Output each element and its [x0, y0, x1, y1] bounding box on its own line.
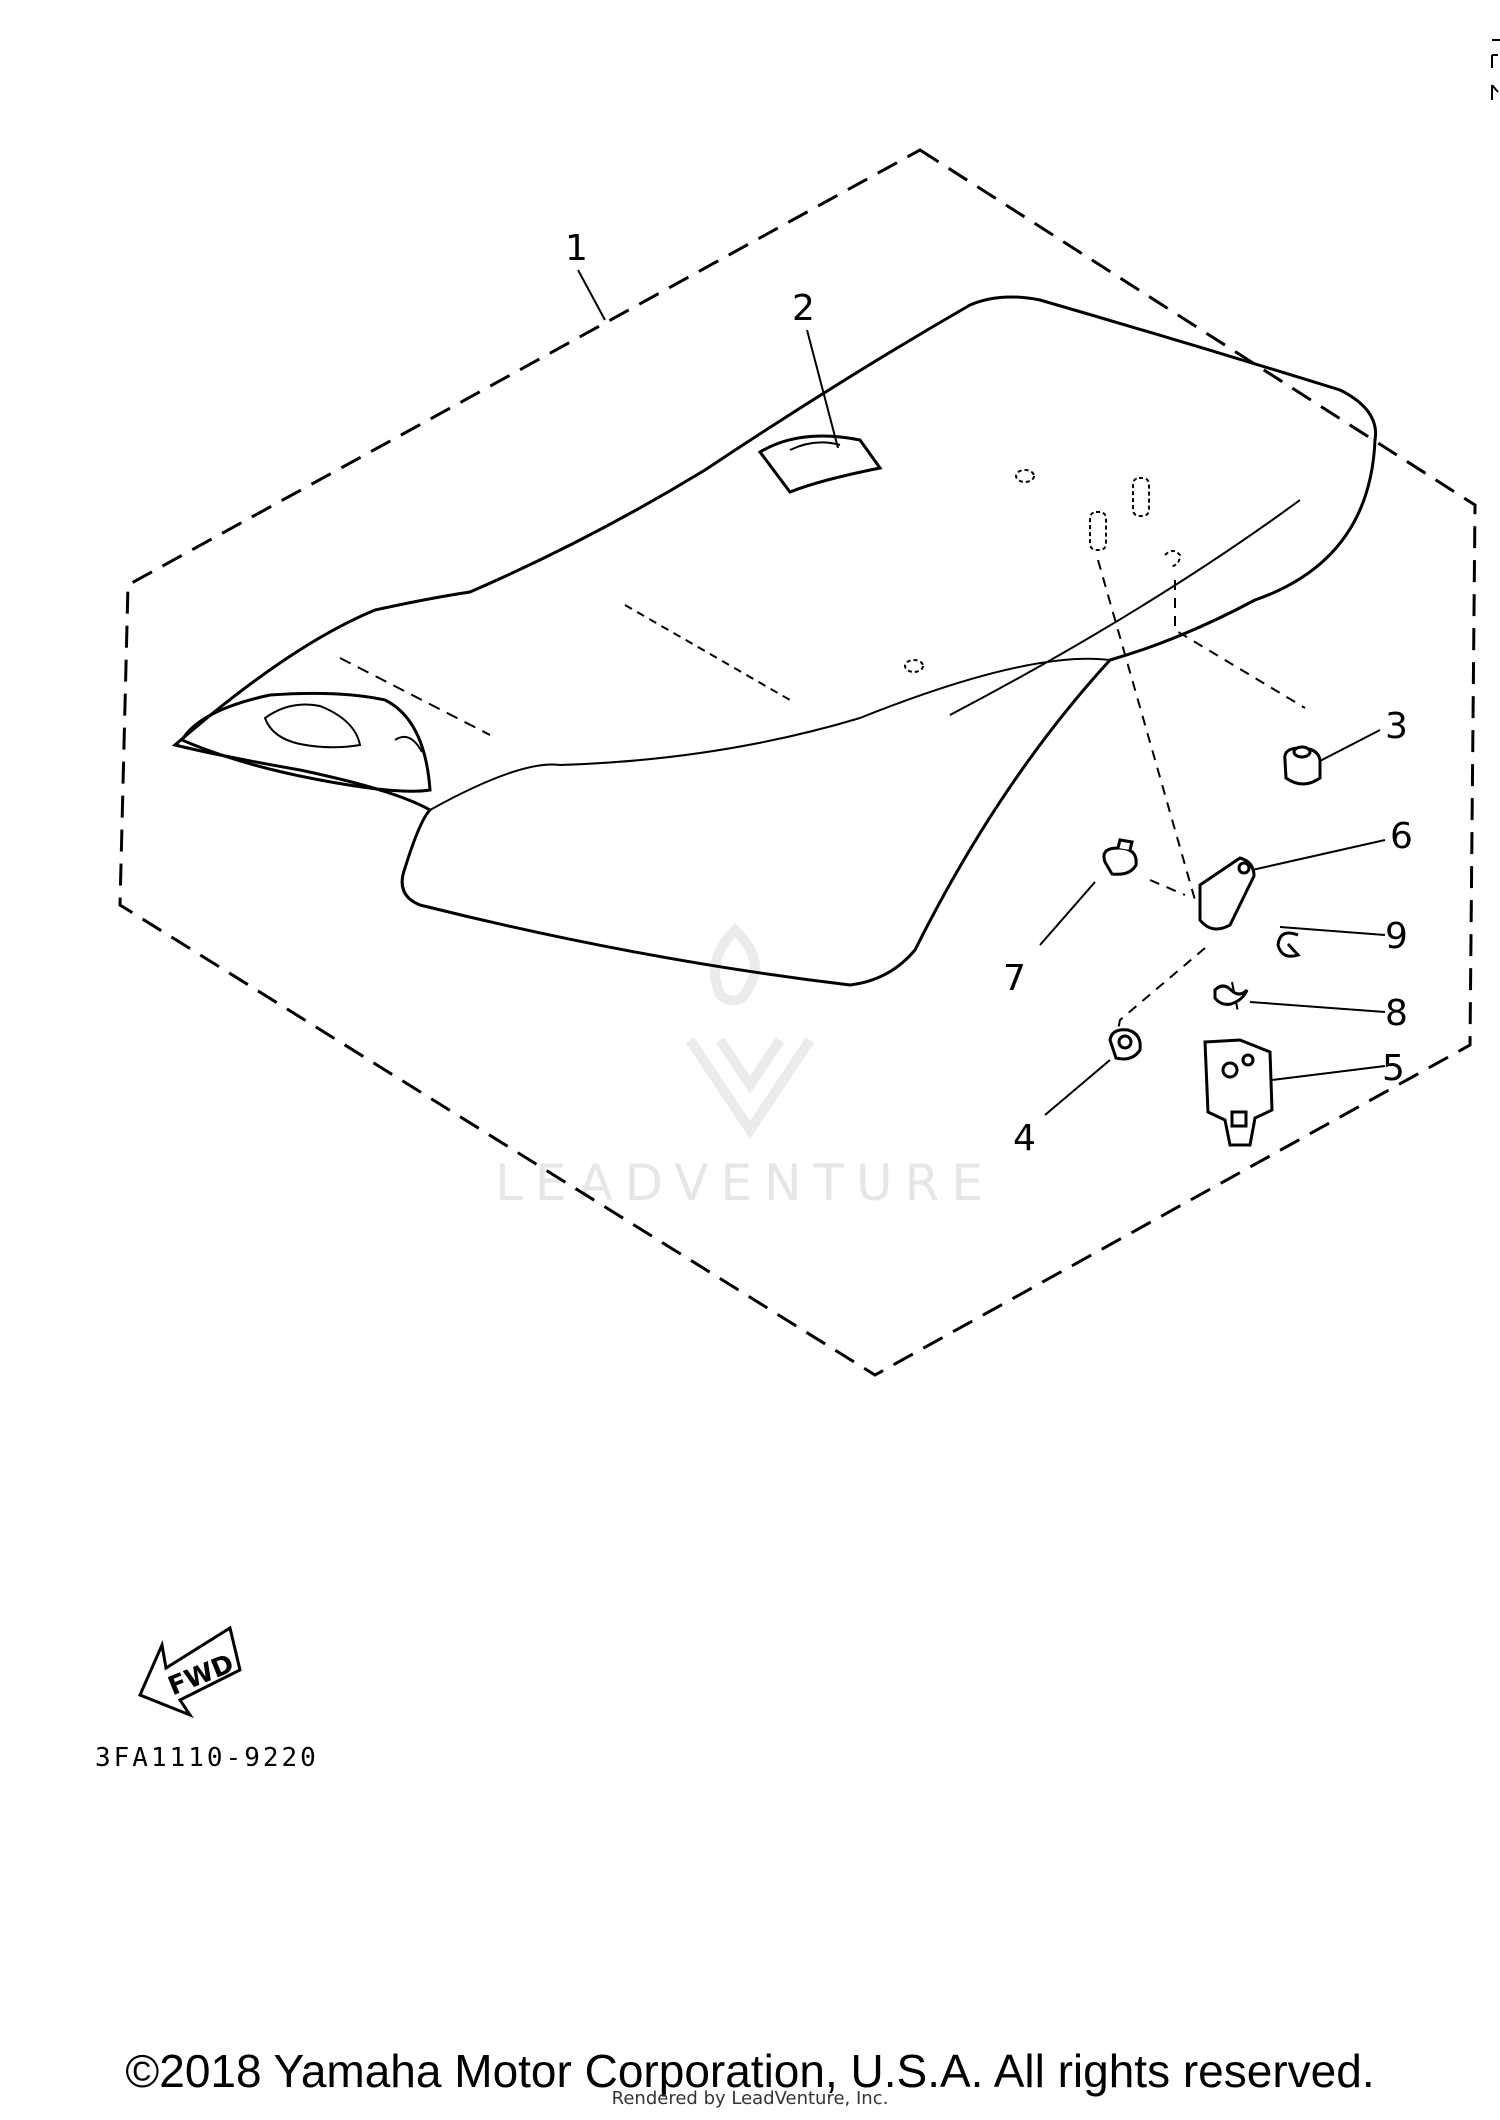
- callout-1: 1: [565, 228, 588, 269]
- hardware-parts: [1102, 745, 1322, 1147]
- nut-part-4: [1108, 1028, 1142, 1061]
- grommet-part-7: [1102, 838, 1138, 876]
- callout-6: 6: [1390, 816, 1413, 857]
- leader-lines: [577, 269, 1386, 1116]
- callout-9: 9: [1385, 916, 1408, 957]
- fwd-arrow-icon: FWD: [138, 1625, 242, 1719]
- clip-part-9: [1276, 931, 1301, 958]
- watermark-logo: [685, 922, 815, 1140]
- callout-4: 4: [1013, 1118, 1036, 1159]
- corner-marks: [1490, 30, 1500, 110]
- plate-part-6: [1198, 856, 1256, 931]
- callout-5: 5: [1382, 1048, 1405, 1089]
- lock-part-5: [1203, 1038, 1274, 1147]
- watermark-text: LEADVENTURE: [495, 1154, 995, 1212]
- assembly-guides: [1097, 559, 1306, 1046]
- seat: [171, 295, 1378, 987]
- rendered-by-credit: Rendered by LeadVenture, Inc.: [611, 2088, 889, 2109]
- callout-3: 3: [1385, 706, 1408, 747]
- callout-2: 2: [792, 288, 815, 329]
- diagram-code: 3FA1110-9220: [95, 1743, 319, 1773]
- copyright-notice: ©2018 Yamaha Motor Corporation, U.S.A. A…: [125, 2045, 1375, 2097]
- callout-8: 8: [1385, 993, 1408, 1034]
- spring-part-8: [1213, 984, 1249, 1006]
- damper-part-3: [1283, 745, 1322, 786]
- callout-7: 7: [1003, 958, 1026, 999]
- assembly-frame: [118, 148, 1477, 1377]
- callout-numbers: 1 2 3 4 5 6 7 8 9: [565, 228, 1413, 1159]
